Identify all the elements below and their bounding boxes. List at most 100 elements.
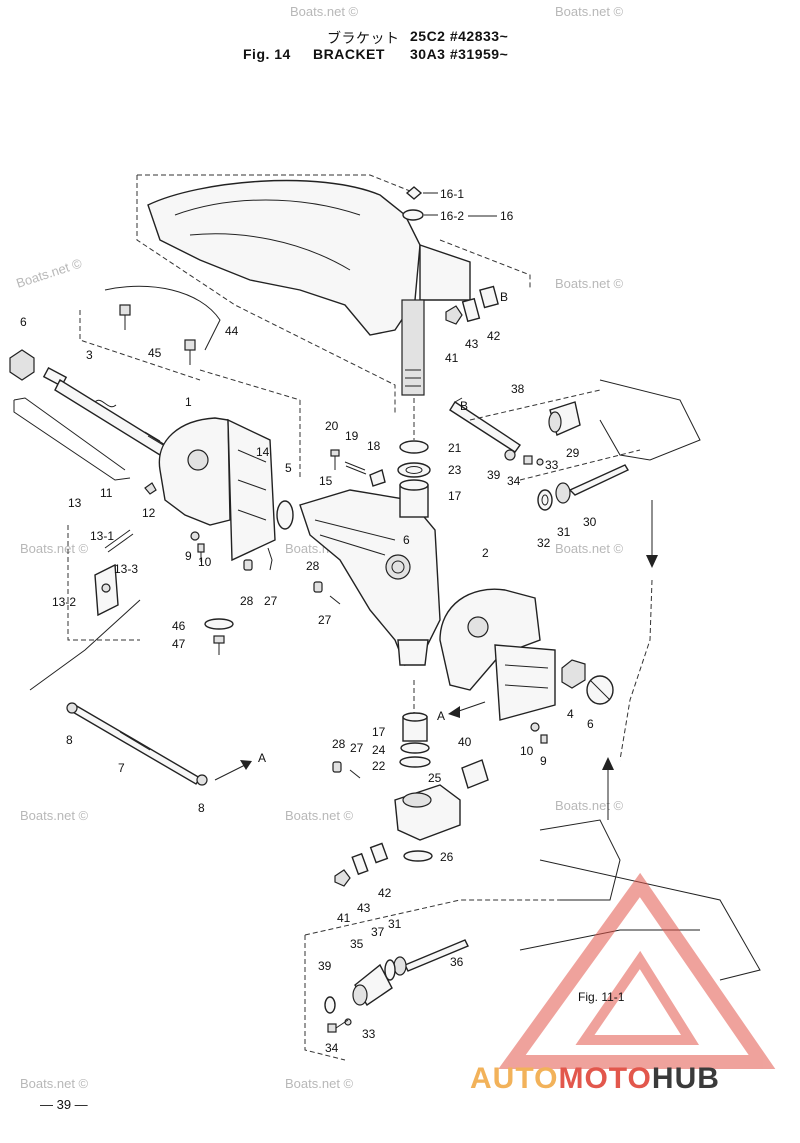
watermark: Boats.net ©: [14, 255, 84, 290]
callout-9a: 9: [185, 549, 192, 563]
callout-44: 44: [225, 324, 239, 338]
callout-9b: 9: [540, 754, 547, 768]
callout-30: 30: [583, 515, 597, 529]
washer-32: [537, 489, 553, 511]
callout-36: 36: [450, 955, 464, 969]
callout-16-2: 16-2: [440, 209, 464, 223]
callout-42a: 42: [487, 329, 501, 343]
arrow-A-mid: [455, 701, 486, 713]
arrowhead-down-right: [646, 555, 658, 568]
cap-6c: [586, 675, 614, 705]
rod-11: [13, 397, 131, 481]
callout-8a: 8: [66, 733, 73, 747]
pad-40: [461, 759, 489, 789]
bearing-23-inner: [405, 466, 423, 474]
callout-13: 13: [68, 496, 82, 510]
callout-37: 37: [371, 925, 385, 939]
callout-39a: 39: [487, 468, 501, 482]
callout-3: 3: [86, 348, 93, 362]
watermark: Boats.net ©: [290, 4, 359, 19]
shaft-30: [568, 464, 629, 496]
link-rod-7: [66, 702, 208, 786]
figure-number: Fig. 14: [243, 46, 291, 62]
bushing-35: [352, 963, 393, 1006]
callout-13-3: 13-3: [114, 562, 138, 576]
tilt-lever-13: [94, 529, 134, 617]
washer-32-inner: [541, 494, 549, 506]
callout-7: 7: [118, 761, 125, 775]
logo-triangle: [498, 872, 776, 1069]
callout-43b: 43: [357, 901, 371, 915]
callout-27b: 27: [264, 594, 278, 608]
serial-range-2: 30A3 #31959~: [410, 46, 509, 62]
screws-28-27-lower: [332, 761, 361, 779]
group-13-box: [67, 525, 140, 641]
washer-21: [399, 440, 429, 454]
plate-42b: [369, 842, 389, 864]
screw-20: [330, 449, 340, 470]
grease-washer: [402, 209, 424, 221]
callout-27a: 27: [318, 613, 332, 627]
callout-40: 40: [458, 735, 472, 749]
callout-47: 47: [172, 637, 186, 651]
tilt-tube-3: [9, 349, 166, 456]
callout-13-1: 13-1: [90, 529, 114, 543]
callout-32: 32: [537, 536, 551, 550]
shaft-36: [404, 939, 469, 972]
callout-B1: B: [500, 290, 508, 304]
callout-6a: 6: [20, 315, 27, 329]
page-number: — 39 —: [40, 1097, 88, 1112]
bolt-47: [213, 635, 225, 655]
callout-8b: 8: [198, 801, 205, 815]
callout-45: 45: [148, 346, 162, 360]
washer-24: [400, 742, 430, 754]
lower-mount-25: [394, 784, 461, 841]
watermark: Boats.net ©: [555, 276, 624, 291]
watermark: Boats.net ©: [285, 808, 354, 823]
callout-41b: 41: [337, 911, 351, 925]
callout-41a: 41: [445, 351, 459, 365]
callout-25: 25: [428, 771, 442, 785]
callout-24: 24: [372, 743, 386, 757]
callout-38: 38: [511, 382, 525, 396]
callout-12: 12: [142, 506, 156, 520]
brand-logo: AUTOMOTOHUB: [470, 1062, 720, 1096]
callout-46: 46: [172, 619, 186, 633]
watermark: Boats.net ©: [20, 541, 89, 556]
bolt-34b: [327, 1019, 349, 1033]
pin-18: [369, 469, 386, 487]
callout-21: 21: [448, 441, 462, 455]
logo-part-moto: MOTO: [558, 1062, 652, 1095]
callout-43a: 43: [465, 337, 479, 351]
watermark: Boats.net ©: [555, 541, 624, 556]
nut-41a: [445, 305, 463, 325]
callout-fig-ref: Fig. 11-1: [578, 990, 625, 1004]
callout-labels: 16-1 16-2 16 B 41 43 42 44 45 6 3 1 14 1…: [20, 187, 625, 1055]
callout-31b: 31: [388, 917, 402, 931]
callout-6c: 6: [587, 717, 594, 731]
callout-6b: 6: [403, 533, 410, 547]
arrowhead-A-mid: [448, 706, 460, 718]
callout-18: 18: [367, 439, 381, 453]
callout-11: 11: [100, 486, 113, 500]
callout-28c: 28: [332, 737, 346, 751]
leader-16: [423, 192, 497, 217]
logo-part-hub: HUB: [651, 1062, 720, 1095]
bushing-29: [548, 401, 581, 436]
callout-28b: 28: [240, 594, 254, 608]
callout-14: 14: [256, 445, 270, 459]
callout-42b: 42: [378, 886, 392, 900]
leader-rod-7: [29, 599, 141, 691]
callout-A2: A: [258, 751, 266, 765]
callout-1: 1: [185, 395, 192, 409]
watermark: Boats.net ©: [555, 4, 624, 19]
bolts-45: [119, 304, 196, 365]
watermark: Boats.net ©: [20, 808, 89, 823]
bolt-39-34-33a: [504, 449, 544, 466]
callout-31a: 31: [557, 525, 571, 539]
callout-16: 16: [500, 209, 514, 223]
washer-39b: [324, 996, 336, 1014]
screw-10b: [530, 722, 540, 732]
washer-46: [204, 618, 234, 630]
